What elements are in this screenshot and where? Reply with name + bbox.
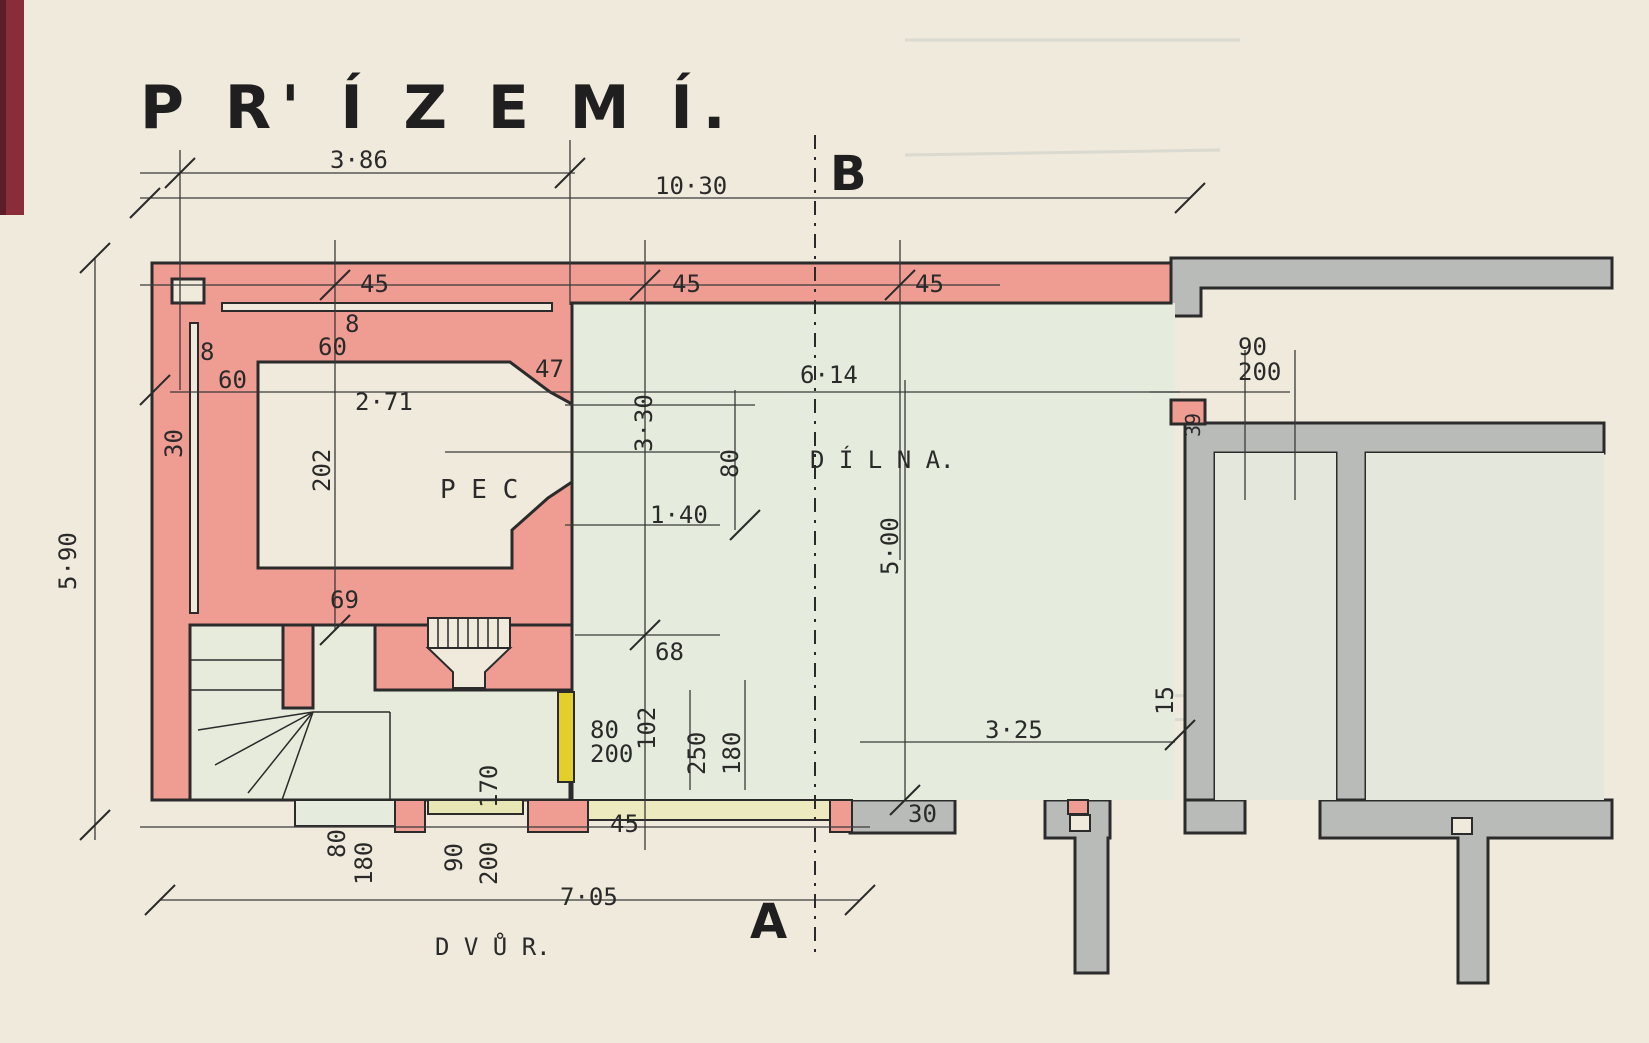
drain-left [1069,814,1091,832]
dimension-label: 170 [475,765,503,808]
room-label-workshop: D Í L N A. [810,445,955,474]
dimension-label: 6·14 [800,361,858,389]
dimension-label: 45 [672,270,701,298]
stair-pier [281,623,315,710]
dimension-label: 200 [590,740,633,768]
drain-right [1451,817,1473,835]
grate-bars [437,618,499,648]
room-label-courtyard: D V Ů R. [435,931,551,961]
dimension-label: 102 [633,707,661,750]
hearth-hopper [425,647,513,689]
dimension-ticks [79,157,1206,916]
plan-title: P R' Í Z E M Í. [140,71,736,143]
dimension-label: 45 [610,810,639,838]
dimension-label: 202 [308,449,336,492]
dimension-label: 15 [1151,686,1179,715]
section-mark-b: B [830,146,867,202]
wall-stub-39 [1169,398,1207,426]
dimension-label: 250 [683,732,711,775]
window-80-180 [294,799,396,827]
wall-pier-c [829,799,853,833]
dimension-label: 5·90 [54,532,82,590]
dimension-label: 200 [1238,358,1281,386]
neighbour-room-b [1366,453,1604,800]
dimension-label: 180 [350,842,378,885]
neighbour-wall-pier [848,798,957,835]
dimension-label: 30 [908,800,937,828]
dimension-label: 47 [535,355,564,383]
dimension-label: 3·86 [330,146,388,174]
dimension-labels: 3·86 10·30 45 45 45 8 8 60 60 47 30 2·71… [54,146,1281,911]
dimension-label: 3·30 [630,394,658,452]
dimension-label: 1·40 [650,501,708,529]
wall-pier-d [1067,799,1089,815]
door-90-200 [427,799,524,815]
dimension-label: 39 [1181,413,1205,437]
room-label-oven: P E C [440,475,518,505]
section-mark-a: A [750,894,787,950]
neighbour-walls [848,256,1614,985]
dimension-label: 200 [475,842,503,885]
dimension-label: 80 [716,449,744,478]
dimension-label: 10·30 [655,172,727,200]
dimension-label: 2·71 [355,388,413,416]
dimension-label: 69 [330,586,359,614]
oven-side-duct [189,322,199,614]
dimension-lines [94,140,1296,901]
dimension-label: 8 [200,338,214,366]
stamp-edge-shadow [0,0,6,215]
dimension-label: 30 [160,429,188,458]
neighbour-wall-top [1169,256,1614,318]
door-yellow [557,691,575,783]
oven-chamber [256,360,574,570]
dimension-label: 8 [345,310,359,338]
dimension-label: 68 [655,638,684,666]
dimension-label: 7·05 [560,883,618,911]
neighbour-room-a [1215,453,1336,800]
dimension-label: 80 [323,829,351,858]
chimney-flue [170,277,206,305]
dimension-label: 90 [440,843,468,872]
workshop-floor [572,303,1175,800]
dimension-label: 60 [318,333,347,361]
neighbour-wall-lower-left [1043,798,1112,975]
dimension-label: 45 [915,270,944,298]
staircase [190,659,391,801]
dimension-label: 180 [718,732,746,775]
dimension-label: 90 [1238,333,1267,361]
neighbour-wall-lower-right [1318,798,1614,985]
oven-top-duct [221,302,553,312]
dimension-label: 45 [360,270,389,298]
dimension-label: 80 [590,716,619,744]
dimension-label: 60 [218,366,247,394]
dimension-label: 3·25 [985,716,1043,744]
dimension-label: 5·00 [876,517,904,575]
neighbour-wall-junction [1183,798,1247,835]
